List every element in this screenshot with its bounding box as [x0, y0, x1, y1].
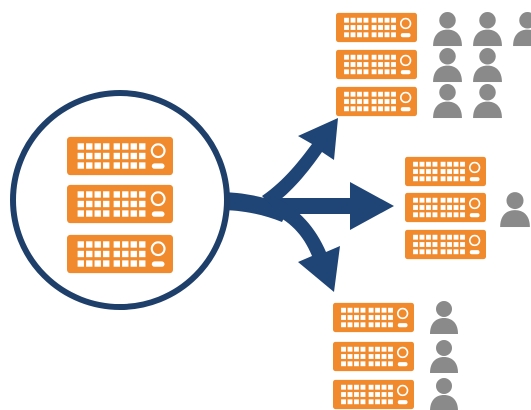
- server-rack-icon: [336, 86, 417, 117]
- arrow-up-right: [262, 118, 338, 206]
- source-server-icon: [67, 184, 173, 224]
- server-rack-icon: [333, 379, 414, 410]
- person-icon: [433, 48, 462, 83]
- source-server-icon: [67, 136, 173, 176]
- person-icon: [473, 12, 502, 47]
- server-rack-icon: [336, 12, 417, 43]
- arrow-right: [272, 182, 394, 230]
- server-rack-icon: [333, 341, 414, 372]
- person-icon: [513, 12, 531, 47]
- server-group-right: [405, 156, 530, 260]
- person-icon: [433, 84, 462, 119]
- person-icon: [473, 48, 502, 83]
- person-icon: [430, 340, 458, 373]
- arrow-trunk: [218, 192, 290, 222]
- server-group-up-right: [336, 12, 531, 119]
- person-icon: [473, 84, 502, 119]
- distribution-arrows: [218, 118, 394, 292]
- person-icon: [433, 12, 462, 47]
- server-rack-icon: [336, 49, 417, 80]
- server-group-down-right: [333, 301, 458, 410]
- person-icon: [430, 301, 458, 334]
- arrow-down-right: [268, 198, 340, 292]
- source-server-icon: [67, 234, 173, 274]
- server-rack-icon: [333, 302, 414, 333]
- server-rack-icon: [405, 192, 486, 223]
- person-icon: [430, 378, 458, 410]
- server-rack-icon: [405, 229, 486, 260]
- person-icon: [500, 192, 530, 228]
- server-rack-icon: [405, 156, 486, 187]
- source-pool: [10, 90, 230, 310]
